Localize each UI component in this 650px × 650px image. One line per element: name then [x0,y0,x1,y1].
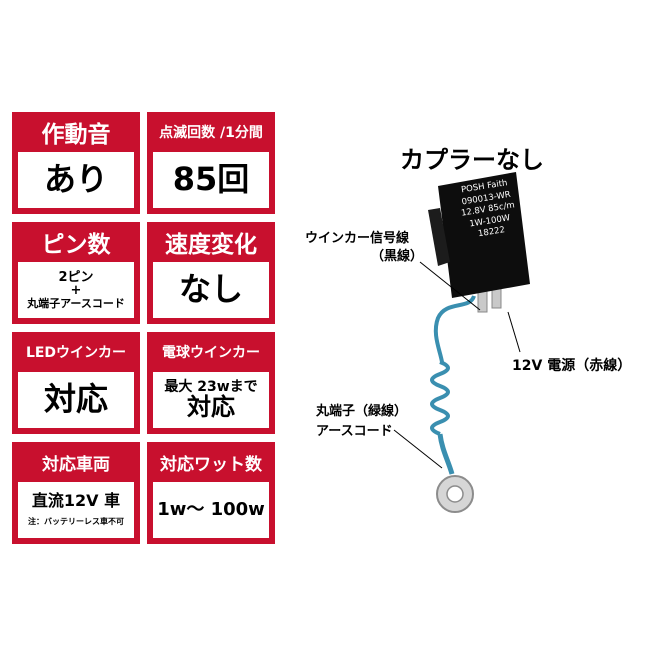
connector-pin [477,285,488,313]
spec-value: 2ピン + 丸端子アースコード [18,262,134,318]
callout-line-signal [419,261,481,311]
callout-line-power [507,311,521,353]
spec-value: 1w～ 100w [153,482,269,538]
spec-value: あり [18,152,134,208]
relay-label: POSH Faith 090013-WR 12.8V 85c/m 1W-100W… [460,178,516,240]
relay-mount-tab [428,208,450,266]
spec-cell-wattage: 対応ワット数 1w～ 100w [147,442,275,544]
callout-ground: 丸端子（緑線） アースコード [316,404,408,439]
spec-value: 最大 23wまで 対応 [153,372,269,428]
spec-header: LEDウインカー [25,345,127,361]
ring-terminal [436,475,474,513]
connector-pin [491,283,502,309]
spec-header: 点滅回数 /1分間 [159,125,263,141]
wire-coil [430,360,450,436]
spec-header: 作動音 [41,122,111,148]
spec-header: 速度変化 [165,232,257,258]
spec-cell-flash-rate: 点滅回数 /1分間 85回 [147,112,275,214]
spec-header: 電球ウインカー [162,345,260,361]
spec-cell-sound: 作動音 あり [12,112,140,214]
spec-header: ピン数 [41,232,111,258]
spec-value: 85回 [153,152,269,208]
spec-note: 注：バッテリーレス車不可 [28,517,124,527]
spec-header: 対応ワット数 [160,454,262,475]
spec-cell-speed-change: 速度変化 なし [147,222,275,324]
spec-value: なし [153,262,269,318]
callout-signal-wire: ウインカー信号線 （黒線） [305,231,424,264]
ring-terminal-hole [446,485,464,503]
spec-value: 直流12V 車 注：バッテリーレス車不可 [18,482,134,538]
callout-power: 12V 電源（赤線） [512,358,632,374]
spec-cell-vehicle: 対応車両 直流12V 車 注：バッテリーレス車不可 [12,442,140,544]
spec-cell-pins: ピン数 2ピン + 丸端子アースコード [12,222,140,324]
spec-value: 対応 [18,372,134,428]
spec-cell-bulb: 電球ウインカー 最大 23wまで 対応 [147,332,275,434]
product-title: カプラーなし [400,146,544,174]
ground-wire-lower [437,433,455,475]
spec-cell-led: LEDウインカー 対応 [12,332,140,434]
ground-wire [433,295,476,363]
spec-header: 対応車両 [42,454,110,475]
